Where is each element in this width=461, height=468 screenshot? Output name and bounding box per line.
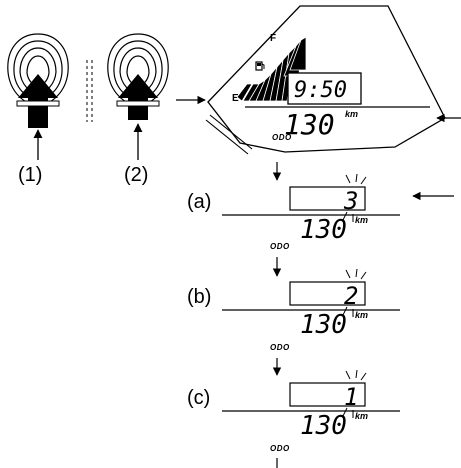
- step-b-label: (b): [187, 286, 211, 308]
- step-b-unit: km: [355, 310, 368, 320]
- fuel-gauge-bars: [236, 36, 307, 102]
- fuel-pump-icon: [255, 61, 265, 71]
- step-b-odometer: 130: [300, 310, 347, 340]
- button-1-label: (1): [18, 164, 42, 186]
- clock-readout: 9:50: [294, 78, 347, 103]
- step-a-unit: km: [355, 215, 368, 225]
- step-a-blink-icon: [342, 173, 367, 222]
- step-a-odometer: 130: [300, 215, 347, 245]
- button-1-arrow-icon: [18, 74, 58, 120]
- step-a: (a) 3 130 km ODO: [187, 173, 400, 251]
- main-display: F E 9:50 130 km ODO: [205, 5, 446, 155]
- clock-frame: [287, 72, 362, 105]
- button-1-base: [16, 100, 60, 107]
- step-b: (b) 2 130 km ODO: [187, 268, 400, 352]
- button-1-press-bar: [28, 120, 48, 128]
- step-c-unit: km: [355, 411, 368, 421]
- step-a-count: 3: [343, 187, 358, 215]
- button-1-illustration: (1): [7, 33, 69, 186]
- display-housing-lip: [205, 119, 249, 155]
- step-c-mode: ODO: [270, 444, 290, 453]
- button-2-illustration: (2): [107, 33, 169, 186]
- separator-dashed: [86, 60, 93, 122]
- fuel-empty-label: E: [232, 93, 239, 104]
- button-2-arrow-icon: [118, 74, 158, 120]
- step-a-mode: ODO: [270, 242, 290, 251]
- odometer-readout: 130: [284, 108, 335, 141]
- step-c-label: (c): [187, 387, 210, 409]
- display-housing-lip-2: [209, 114, 253, 150]
- button-2-label: (2): [124, 164, 148, 186]
- step-c-odometer: 130: [300, 411, 347, 441]
- odometer-unit: km: [345, 109, 358, 119]
- step-c-count: 1: [344, 383, 358, 411]
- step-b-count-frame: [289, 281, 366, 306]
- step-b-mode: ODO: [270, 343, 290, 352]
- step-c: (c) 1 130 km ODO: [187, 369, 400, 453]
- step-c-count-frame: [289, 382, 366, 407]
- step-b-count: 2: [344, 282, 358, 310]
- mode-indicator: ODO: [272, 133, 292, 142]
- button-2-base: [116, 100, 160, 107]
- fuel-full-label: F: [270, 33, 276, 44]
- step-a-label: (a): [187, 191, 211, 213]
- step-a-count-frame: [289, 186, 366, 211]
